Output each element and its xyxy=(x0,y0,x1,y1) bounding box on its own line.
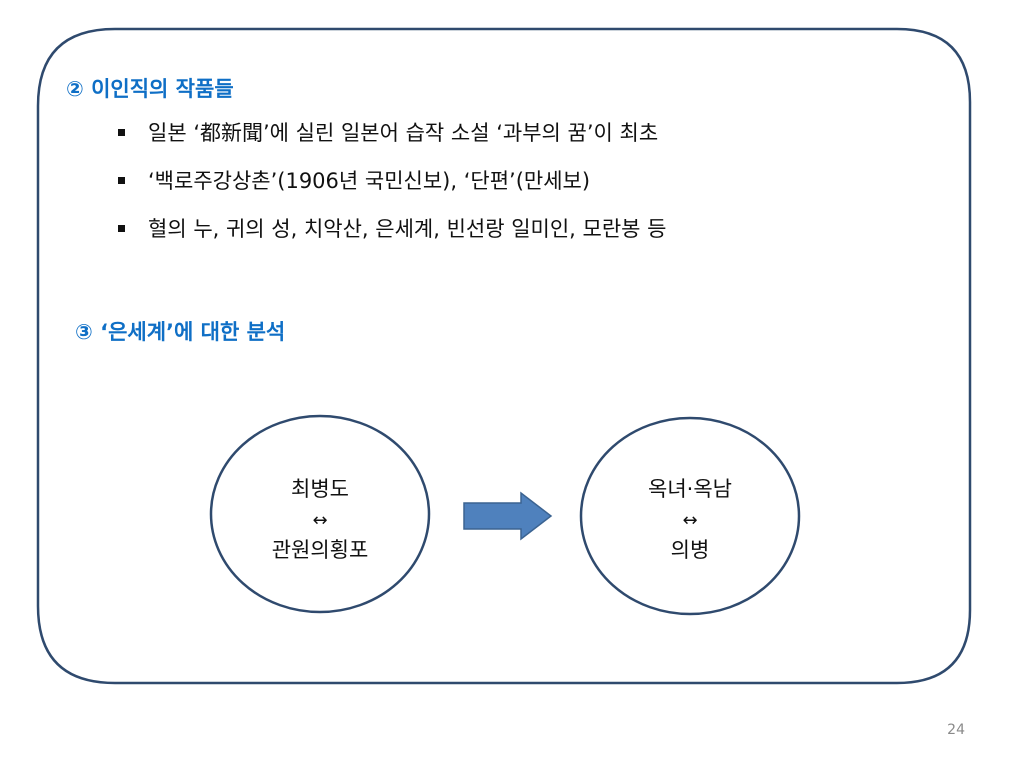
rounded-frame-border xyxy=(36,27,972,685)
bullet-item: ‘백로주강상촌’(1906년 국민신보), ‘단편’(만세보) xyxy=(118,162,667,210)
bullet-marker-icon xyxy=(118,176,125,184)
right-circle-line1: 옥녀·옥남 xyxy=(648,477,732,501)
bullet-text: 일본 ‘都新聞’에 실린 일본어 습작 소설 ‘과부의 꿈’이 최초 xyxy=(148,121,659,145)
right-circle-line3: 의병 xyxy=(671,538,710,562)
bullet-item: 혈의 누, 귀의 성, 치악산, 은세계, 빈선랑 일미인, 모란봉 등 xyxy=(118,210,667,258)
bullet-text: 혈의 누, 귀의 성, 치악산, 은세계, 빈선랑 일미인, 모란봉 등 xyxy=(148,217,667,241)
left-circle-arrow: ↔ xyxy=(312,510,327,531)
bullet-text: ‘백로주강상촌’(1906년 국민신보), ‘단편’(만세보) xyxy=(148,169,591,193)
right-circle-arrow: ↔ xyxy=(682,510,697,531)
section-2-heading: ② 이인직의 작품들 xyxy=(66,77,234,101)
left-circle-line3: 관원의횡포 xyxy=(272,538,369,562)
right-arrow-icon xyxy=(463,491,553,541)
bullet-marker-icon xyxy=(118,128,125,136)
works-bullet-list: 일본 ‘都新聞’에 실린 일본어 습작 소설 ‘과부의 꿈’이 최초 ‘백로주강… xyxy=(118,114,667,258)
bullet-marker-icon xyxy=(118,224,125,232)
page-number: 24 xyxy=(947,722,965,738)
section-3-heading: ③ ‘은세계’에 대한 분석 xyxy=(75,320,286,344)
left-circle-line1: 최병도 xyxy=(291,477,349,501)
left-circle xyxy=(209,414,431,614)
right-circle xyxy=(579,416,801,616)
bullet-item: 일본 ‘都新聞’에 실린 일본어 습작 소설 ‘과부의 꿈’이 최초 xyxy=(118,114,667,162)
